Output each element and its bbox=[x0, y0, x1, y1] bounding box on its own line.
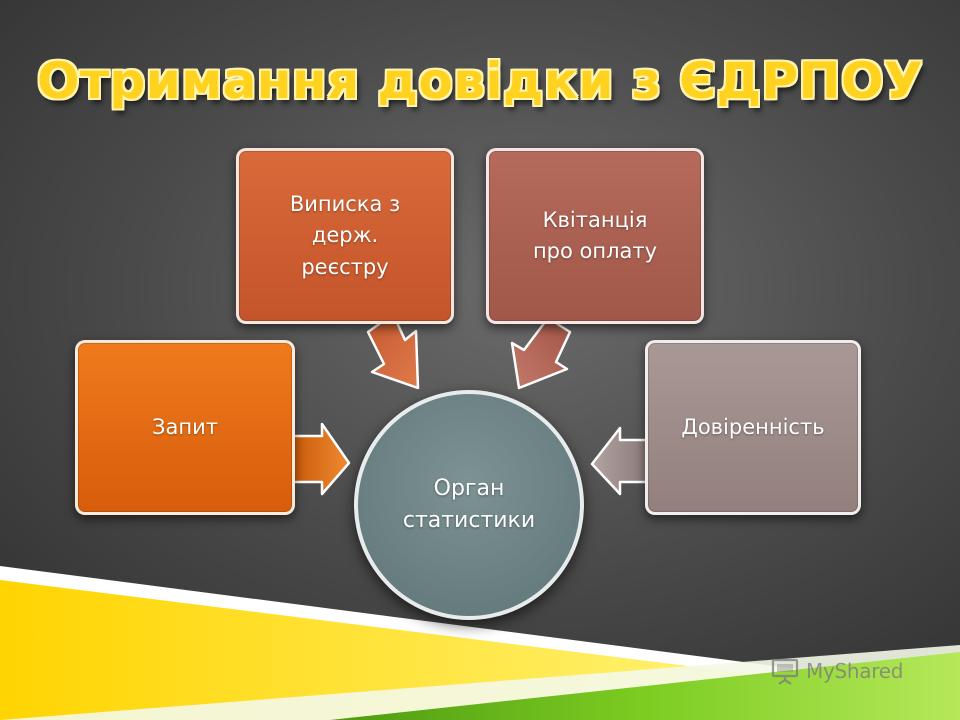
node-label-line: реєстру bbox=[301, 254, 389, 279]
arrow-zapyt bbox=[290, 422, 351, 496]
node-label: Довіренність bbox=[681, 414, 825, 439]
node-label-line: держ. bbox=[311, 223, 379, 248]
node-vypyska: Виписка з держ. реєстру bbox=[236, 148, 454, 324]
node-label-line: про оплату bbox=[532, 239, 658, 263]
center-node: Орган статистики bbox=[354, 390, 584, 620]
node-dovirennist: Довіренність bbox=[645, 340, 861, 515]
watermark-logo: MyShared bbox=[770, 656, 903, 686]
node-kvytantsia: Квітанція про оплату bbox=[486, 148, 704, 324]
node-label-line: Квітанція bbox=[542, 207, 648, 232]
presentation-board-icon bbox=[771, 658, 799, 685]
node-label: Запит bbox=[152, 414, 218, 439]
logo-text: MyShared bbox=[806, 659, 904, 683]
slide-title: Отримання довідки з ЄДРПОУ bbox=[36, 52, 924, 110]
node-zapyt: Запит bbox=[75, 340, 295, 515]
arrow-vypyska bbox=[366, 312, 420, 390]
arrow-dovirennist bbox=[590, 426, 650, 496]
ribbon-green bbox=[330, 652, 960, 720]
center-label-line: Орган bbox=[433, 476, 505, 502]
center-label-line: статистики bbox=[402, 508, 536, 533]
arrow-kvytantsia bbox=[510, 316, 572, 390]
node-label-line: Виписка з bbox=[289, 191, 401, 216]
